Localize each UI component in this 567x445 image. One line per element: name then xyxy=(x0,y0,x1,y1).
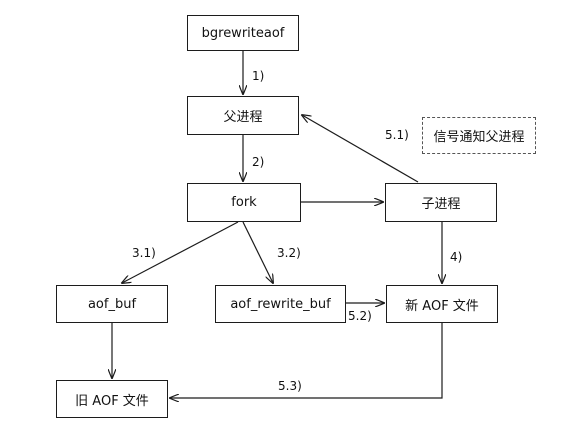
aof-rewrite-buf-node: aof_rewrite_buf xyxy=(215,285,346,323)
signal-parent-note: 信号通知父进程 xyxy=(422,117,536,154)
edge-fork-to-aof-rewrite-buf xyxy=(242,221,273,283)
edge-label-3-2: 3.2) xyxy=(277,246,301,260)
edge-child-to-parent xyxy=(302,115,419,183)
fork-node: fork xyxy=(187,183,301,222)
edge-label-5-1: 5.1) xyxy=(385,128,409,142)
bgrewriteaof-node: bgrewriteaof xyxy=(187,15,299,51)
edge-fork-to-aof-buf xyxy=(122,221,239,283)
edge-label-5-3: 5.3) xyxy=(278,379,302,393)
edge-label-4: 4) xyxy=(450,250,463,264)
edge-label-1: 1) xyxy=(252,69,265,83)
edge-label-5-2: 5.2) xyxy=(348,309,372,323)
child-process-node: 子进程 xyxy=(385,183,497,222)
old-aof-file-node: 旧 AOF 文件 xyxy=(56,380,168,418)
new-aof-file-node: 新 AOF 文件 xyxy=(386,285,498,323)
edge-label-2: 2) xyxy=(252,155,265,169)
edge-new-aof-to-old-aof xyxy=(170,323,443,398)
edge-label-3-1: 3.1) xyxy=(132,246,156,260)
parent-process-node: 父进程 xyxy=(187,96,299,135)
aof-buf-node: aof_buf xyxy=(56,285,168,323)
